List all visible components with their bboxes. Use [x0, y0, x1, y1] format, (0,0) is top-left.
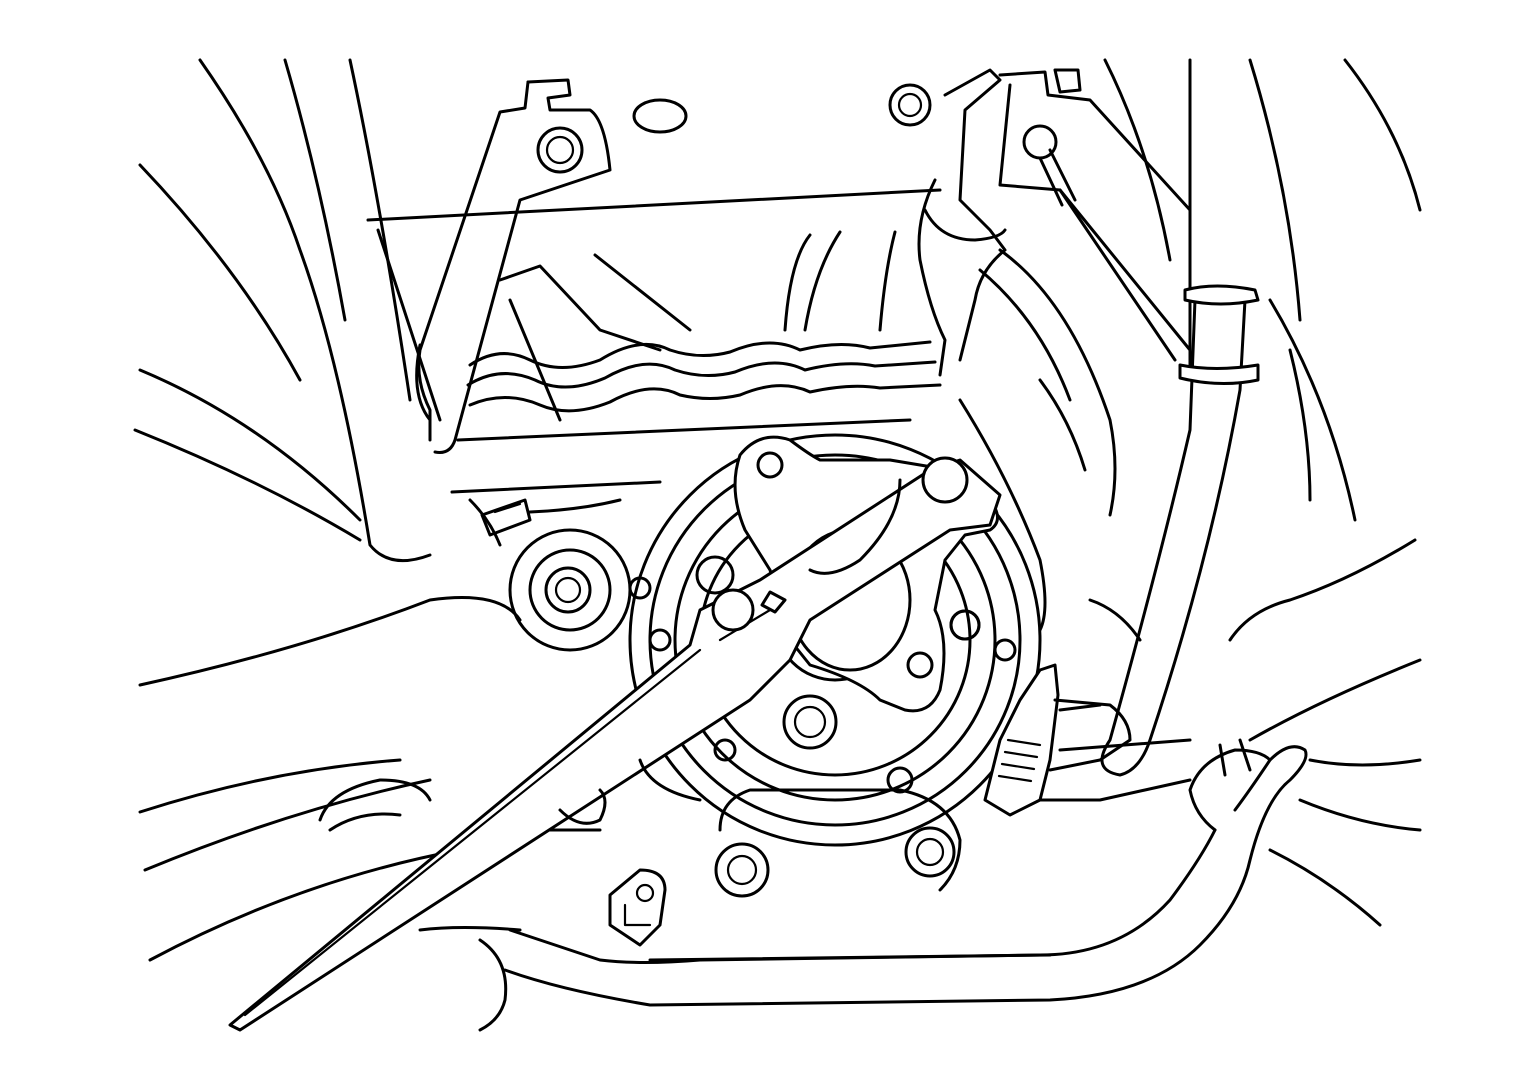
lower-pipes: [503, 738, 1308, 1007]
tool-pin-right-icon: [921, 456, 969, 504]
lower-left-nut-icon: [714, 842, 770, 898]
electrical-connector: [468, 498, 622, 547]
tool-pin-left-icon: [711, 588, 755, 632]
bracket-bolt-icon: [536, 126, 584, 174]
hose-clamp-top-icon: [1183, 284, 1260, 306]
right-body-panels: [1103, 58, 1422, 927]
lower-left-details: [318, 758, 702, 1032]
pulley-bolt-icon: [544, 566, 592, 614]
lower-fasteners: [608, 788, 962, 947]
valve-cover-flange: [466, 340, 942, 413]
plug-cap-icon: [632, 98, 688, 134]
holding-tool: [228, 456, 1002, 1032]
hub-nut-icon: [782, 694, 838, 750]
connector-icon: [480, 498, 532, 537]
air-duct-curves: [958, 248, 1142, 642]
left-mounting-bracket: [415, 78, 688, 454]
left-body-panels: [133, 58, 522, 962]
right-mounting-bracket: [888, 68, 1192, 377]
vertical-hose: [1100, 284, 1260, 777]
mounting-tab-icon: [608, 868, 667, 947]
idler-pulley: [508, 528, 632, 652]
hose-clamp-bottom-icon: [1178, 363, 1260, 386]
upper-housing-outline: [366, 188, 942, 494]
lower-right-nut-icon: [904, 826, 956, 878]
tensioner-ratchet: [983, 663, 1132, 817]
hex-nut-icon: [888, 83, 932, 127]
